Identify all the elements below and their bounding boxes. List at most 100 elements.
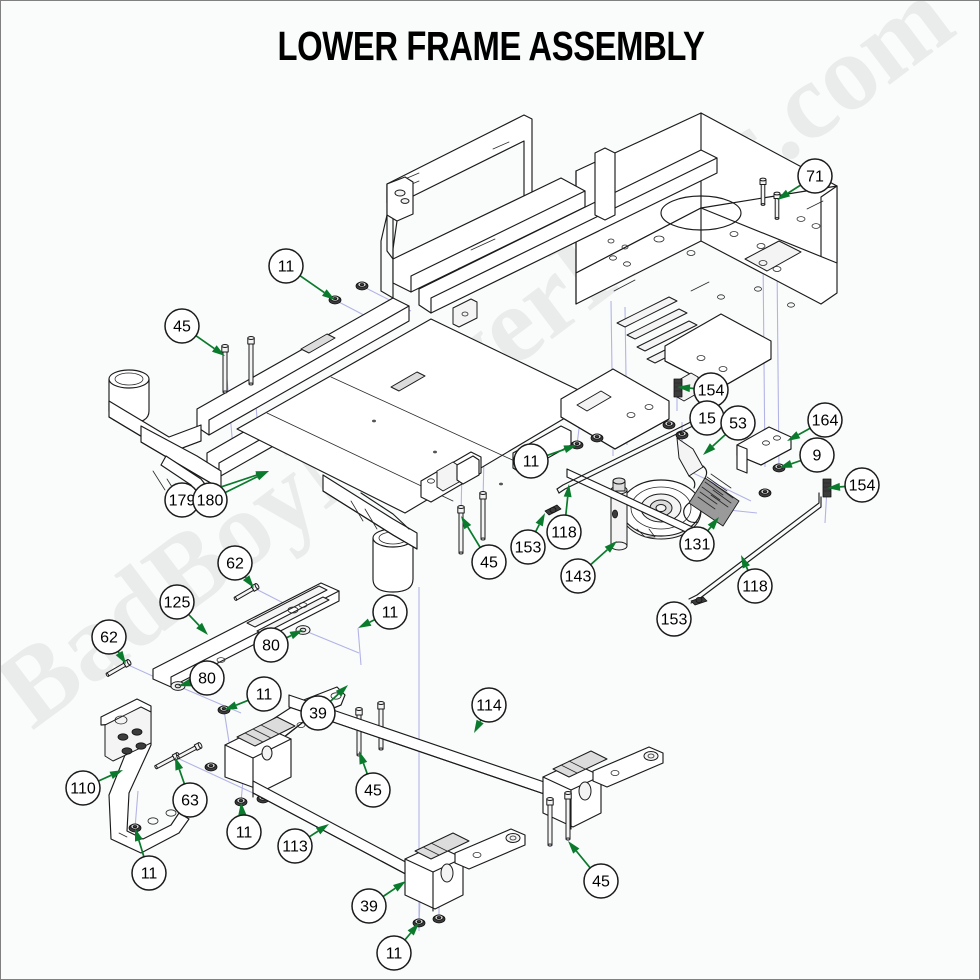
leader-line	[797, 427, 811, 436]
callout-bubble[interactable]	[217, 545, 253, 581]
callout-11[interactable]: 11	[224, 676, 282, 712]
leader-arrowhead	[289, 630, 303, 640]
callout-bubble[interactable]	[189, 660, 225, 696]
callout-153[interactable]: 153	[656, 601, 692, 637]
callout-bubble[interactable]	[268, 248, 304, 284]
callout-62[interactable]: 62	[217, 545, 254, 588]
callout-bubble[interactable]	[799, 437, 835, 473]
leader-arrowhead	[787, 431, 801, 441]
callout-110[interactable]: 110	[65, 770, 123, 806]
callout-11[interactable]: 11	[131, 828, 167, 891]
callout-154[interactable]: 154	[827, 467, 880, 503]
leader-line	[329, 693, 340, 703]
leader-line	[534, 524, 540, 533]
callout-bubble[interactable]	[471, 544, 507, 580]
callout-bubble[interactable]	[246, 676, 282, 712]
callout-bubble[interactable]	[376, 935, 412, 971]
callout-114[interactable]: 114	[471, 687, 507, 733]
callout-118[interactable]: 118	[546, 484, 582, 550]
callout-131[interactable]: 131	[679, 517, 719, 562]
callout-45[interactable]: 45	[355, 751, 391, 808]
callout-bubble[interactable]	[277, 828, 313, 864]
callout-153[interactable]: 153	[510, 513, 546, 565]
callout-11[interactable]: 11	[513, 443, 577, 479]
callout-bubble[interactable]	[91, 619, 127, 655]
leader-arrowhead	[242, 575, 254, 588]
callout-bubble[interactable]	[797, 158, 833, 194]
leader-arrowhead	[604, 541, 617, 553]
callout-bubble[interactable]	[510, 529, 546, 565]
callout-80[interactable]: 80	[253, 627, 303, 663]
callout-bubble[interactable]	[159, 584, 195, 620]
callout-number: 11	[278, 259, 295, 276]
callout-bubble[interactable]	[164, 308, 200, 344]
callout-bubble[interactable]	[844, 467, 880, 503]
callout-bubble[interactable]	[253, 627, 289, 663]
callout-11[interactable]: 11	[358, 594, 408, 630]
callout-bubble[interactable]	[131, 855, 167, 891]
callout-bubble[interactable]	[737, 568, 773, 604]
callout-bubble[interactable]	[355, 772, 391, 808]
callout-bubble[interactable]	[679, 526, 715, 562]
callout-39[interactable]: 39	[300, 685, 348, 731]
leader-line	[404, 932, 412, 941]
leader-line	[791, 459, 802, 465]
callout-number: 11	[386, 946, 403, 963]
callout-number: 143	[565, 569, 592, 586]
callout-number: 179	[169, 493, 196, 510]
callout-bubble[interactable]	[560, 558, 596, 594]
callout-80[interactable]: 80	[178, 660, 225, 696]
callout-11[interactable]: 11	[376, 923, 419, 971]
callout-164[interactable]: 164	[787, 402, 843, 441]
callout-number: 53	[729, 416, 747, 433]
leader-arrowhead	[707, 517, 719, 530]
callout-number: 45	[480, 555, 498, 572]
bolt-71-a	[773, 191, 781, 220]
callout-118[interactable]: 118	[737, 555, 773, 604]
callout-bubble[interactable]	[656, 601, 692, 637]
callout-63[interactable]: 63	[172, 757, 208, 818]
leader-line	[178, 769, 186, 785]
callout-bubble[interactable]	[65, 770, 101, 806]
callout-62[interactable]: 62	[91, 619, 127, 664]
callout-bubble[interactable]	[192, 482, 228, 518]
callout-bubble[interactable]	[172, 782, 208, 818]
callout-71[interactable]: 71	[777, 158, 833, 200]
leader-arrowhead	[703, 443, 716, 455]
leader-arrowhead	[315, 824, 329, 835]
callout-113[interactable]: 113	[277, 824, 329, 864]
callout-bubble[interactable]	[300, 695, 336, 731]
callout-bubble[interactable]	[471, 687, 507, 723]
callout-45[interactable]: 45	[164, 308, 225, 356]
callout-143[interactable]: 143	[560, 541, 617, 594]
callout-bubble[interactable]	[513, 443, 549, 479]
leader-line	[286, 634, 292, 639]
callout-45[interactable]: 45	[461, 516, 507, 580]
extension-spring-131	[683, 465, 740, 527]
callout-53[interactable]: 53	[703, 405, 756, 455]
callout-11[interactable]: 11	[268, 248, 335, 300]
locknut-9b	[758, 488, 772, 498]
callout-45[interactable]: 45	[568, 841, 619, 899]
callout-15[interactable]: 15	[689, 400, 725, 436]
callout-number: 118	[551, 525, 577, 542]
callout-9[interactable]: 9	[779, 437, 835, 473]
callout-39[interactable]: 39	[351, 881, 406, 924]
callout-bubble[interactable]	[546, 514, 582, 550]
leader-arrowhead	[224, 701, 238, 710]
callout-bubble[interactable]	[720, 405, 756, 441]
callout-bubble[interactable]	[807, 402, 843, 438]
callout-number: 11	[141, 866, 158, 883]
callout-125[interactable]: 125	[159, 584, 208, 635]
callout-number: 154	[698, 383, 725, 400]
callout-11[interactable]: 11	[226, 802, 262, 850]
callout-bubble[interactable]	[226, 814, 262, 850]
callout-number: 39	[309, 706, 327, 723]
callout-bubble[interactable]	[351, 888, 387, 924]
callout-bubble[interactable]	[372, 594, 408, 630]
callout-bubble[interactable]	[583, 863, 619, 899]
callout-number: 62	[100, 630, 118, 647]
leader-arrowhead	[115, 650, 126, 664]
callout-number: 39	[360, 899, 378, 916]
callout-180[interactable]: 180	[192, 471, 269, 518]
